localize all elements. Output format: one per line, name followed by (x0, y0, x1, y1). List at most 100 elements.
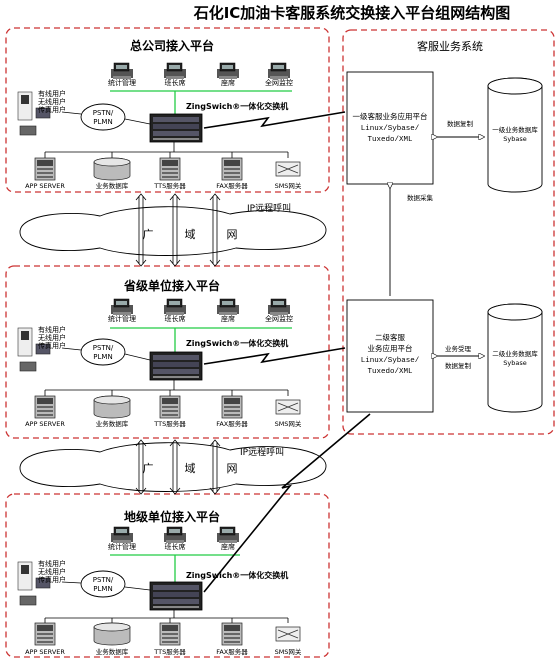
hq-server-label: TTS服务器 (153, 181, 186, 190)
prov-platform: 省级单位接入平台 统计管理 班长席 座席 全网监控 有线用户 无线用户 传真用户… (17, 278, 302, 428)
level1-label: 一级客服业务应用平台 (353, 111, 428, 121)
city-terminal-label: 班长席 (165, 542, 186, 551)
hq-terminal-monitor (267, 62, 291, 80)
prov-pstn-label: PSTN/ (93, 344, 114, 352)
replicate-label: 数据复制 (447, 119, 474, 128)
ip-remote-call-label: IP远程呼叫 (247, 203, 291, 214)
service-system: 客服业务系统 一级客服业务应用平台 Linux/Sybase/ Tuxedo/X… (346, 39, 543, 413)
city-user-label: 有线用户 (38, 559, 66, 568)
level2-db-label: Sybase (503, 359, 526, 367)
city-terminal-label: 座席 (221, 542, 235, 551)
city-terminal-seat (216, 526, 240, 544)
city-fax-server (221, 622, 243, 646)
city-to-level2-link (203, 413, 371, 593)
wan-char: 广 (143, 462, 154, 475)
level2-label: 业务应用平台 (368, 343, 413, 353)
level2-label: Linux/Sybase/ (361, 357, 420, 365)
prov-city-links (135, 439, 221, 495)
level2-database (487, 303, 543, 413)
level1-db-label: 一级业务数据库 (492, 125, 538, 134)
city-pstn-label: PSTN/ (93, 576, 114, 584)
hq-server-label: APP SERVER (25, 182, 65, 190)
hq-business-db (93, 157, 131, 181)
city-server-label: SMS网关 (275, 647, 302, 656)
hq-terminal-seat (216, 62, 240, 80)
collect-label: 数据采集 (407, 193, 434, 202)
city-user-label: 传真用户 (38, 575, 66, 584)
hq-server-label: 业务数据库 (96, 181, 129, 190)
hq-prov-links (135, 193, 221, 267)
hq-fax-server (221, 157, 243, 181)
prov-pstn-cloud (80, 338, 126, 366)
hq-user-label: 传真用户 (38, 105, 66, 114)
prov-to-level2-link (203, 347, 346, 365)
city-platform: 地级单位接入平台 统计管理 班长席 座席 有线用户 无线用户 传真用户 PSTN… (17, 509, 302, 656)
hq-app-server (34, 157, 56, 181)
hq-terminal-label: 统计管理 (108, 78, 136, 87)
level1-platform-box (346, 71, 434, 185)
hq-server-label: FAX服务器 (216, 181, 248, 190)
city-server-label: FAX服务器 (216, 647, 248, 656)
hq-server-label: SMS网关 (275, 181, 302, 190)
city-terminal-leader (163, 526, 187, 544)
prov-server-label: SMS网关 (275, 419, 302, 428)
prov-terminal-label: 全网监控 (265, 314, 293, 323)
prov-terminal-label: 班长席 (165, 314, 186, 323)
prov-sms-gateway (275, 399, 301, 415)
level1-database (487, 77, 543, 193)
prov-server-label: APP SERVER (25, 420, 65, 428)
prov-pstn-label: PLMN (93, 353, 112, 361)
city-server-label: 业务数据库 (96, 647, 129, 656)
hq-platform-frame (5, 27, 330, 193)
level1-db-label: Sybase (503, 135, 526, 143)
hq-terminal-label: 座席 (221, 78, 235, 87)
prov-terminal-label: 统计管理 (108, 314, 136, 323)
service-system-frame (342, 29, 555, 435)
hq-tts-server (159, 157, 181, 181)
prov-server-label: TTS服务器 (153, 419, 186, 428)
hq-platform: 总公司接入平台 统计管理 班长席 座席 全网监控 有线用户 无线用户 传真用户 … (17, 38, 302, 190)
level1-label: Linux/Sybase/ (361, 125, 420, 133)
city-switch (149, 581, 203, 611)
replicate-label: 数据复制 (445, 361, 472, 370)
level2-db-label: 二级业务数据库 (492, 349, 538, 358)
hq-title: 总公司接入平台 (130, 38, 214, 53)
prov-terminal-label: 座席 (221, 314, 235, 323)
prov-switch-label: ZingSwich®一体化交换机 (186, 338, 288, 348)
wan-char: 广 (143, 228, 154, 241)
wan-char: 网 (227, 228, 238, 241)
city-app-server (34, 622, 56, 646)
city-terminal-stats (110, 526, 134, 544)
prov-user-label: 无线用户 (38, 333, 66, 342)
hq-pstn-cloud (80, 103, 126, 131)
city-server-label: APP SERVER (25, 648, 65, 656)
prov-terminal-stats (110, 298, 134, 316)
hq-terminal-label: 班长席 (165, 78, 186, 87)
remote-links (203, 111, 371, 593)
prov-user-label: 传真用户 (38, 341, 66, 350)
city-tts-server (159, 622, 181, 646)
prov-terminal-monitor (267, 298, 291, 316)
prov-server-label: FAX服务器 (216, 419, 248, 428)
prov-platform-frame (5, 265, 330, 439)
hq-terminal-leader (163, 62, 187, 80)
city-pstn-label: PLMN (93, 585, 112, 593)
city-business-db (93, 622, 131, 646)
city-pstn-cloud (80, 570, 126, 598)
city-title: 地级单位接入平台 (124, 509, 220, 524)
wan-char: 网 (227, 462, 238, 475)
prov-title: 省级单位接入平台 (123, 278, 220, 293)
hq-user-label: 无线用户 (38, 97, 66, 106)
diagram-title: 石化IC加油卡客服系统交换接入平台组网结构图 (193, 4, 511, 22)
city-switch-label: ZingSwich®一体化交换机 (186, 570, 288, 580)
level1-label: Tuxedo/XML (367, 136, 413, 144)
hq-user-label: 有线用户 (38, 89, 66, 98)
prov-terminal-leader (163, 298, 187, 316)
prov-tts-server (159, 395, 181, 419)
prov-user-label: 有线用户 (38, 325, 66, 334)
city-user-label: 无线用户 (38, 567, 66, 576)
ip-remote-call-label: IP远程呼叫 (240, 447, 284, 458)
hq-to-level1-link (203, 111, 346, 129)
level2-label: 二级客服 (375, 332, 405, 342)
